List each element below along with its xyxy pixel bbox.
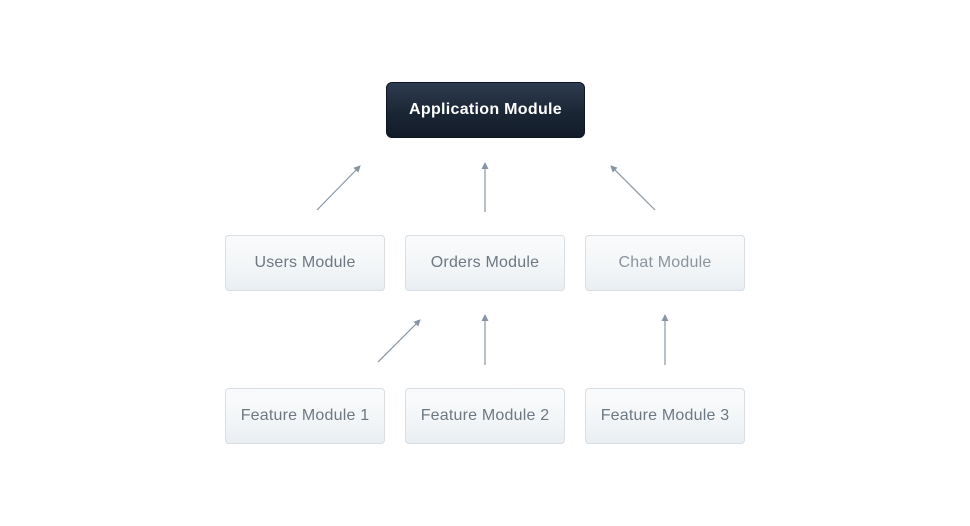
edge-chat-to-application-arrow [610, 165, 656, 211]
node-feature-module-1-label: Feature Module 1 [240, 407, 370, 424]
node-feature-module-3-label: Feature Module 3 [600, 407, 730, 424]
node-application-module-label: Application Module [409, 101, 562, 118]
node-users-module-label: Users Module [254, 254, 356, 271]
edge-feature1-to-orders-arrow [377, 319, 421, 363]
node-feature-module-2: Feature Module 2 [405, 388, 565, 444]
node-chat-module: Chat Module [585, 235, 745, 291]
node-feature-module-3: Feature Module 3 [585, 388, 745, 444]
node-feature-module-1: Feature Module 1 [225, 388, 385, 444]
node-chat-module-label: Chat Module [618, 254, 712, 271]
node-orders-module-label: Orders Module [430, 254, 540, 271]
node-users-module: Users Module [225, 235, 385, 291]
node-feature-module-2-label: Feature Module 2 [420, 407, 550, 424]
node-orders-module: Orders Module [405, 235, 565, 291]
node-application-module: Application Module [386, 82, 585, 138]
edge-users-to-application-arrow [316, 165, 361, 211]
